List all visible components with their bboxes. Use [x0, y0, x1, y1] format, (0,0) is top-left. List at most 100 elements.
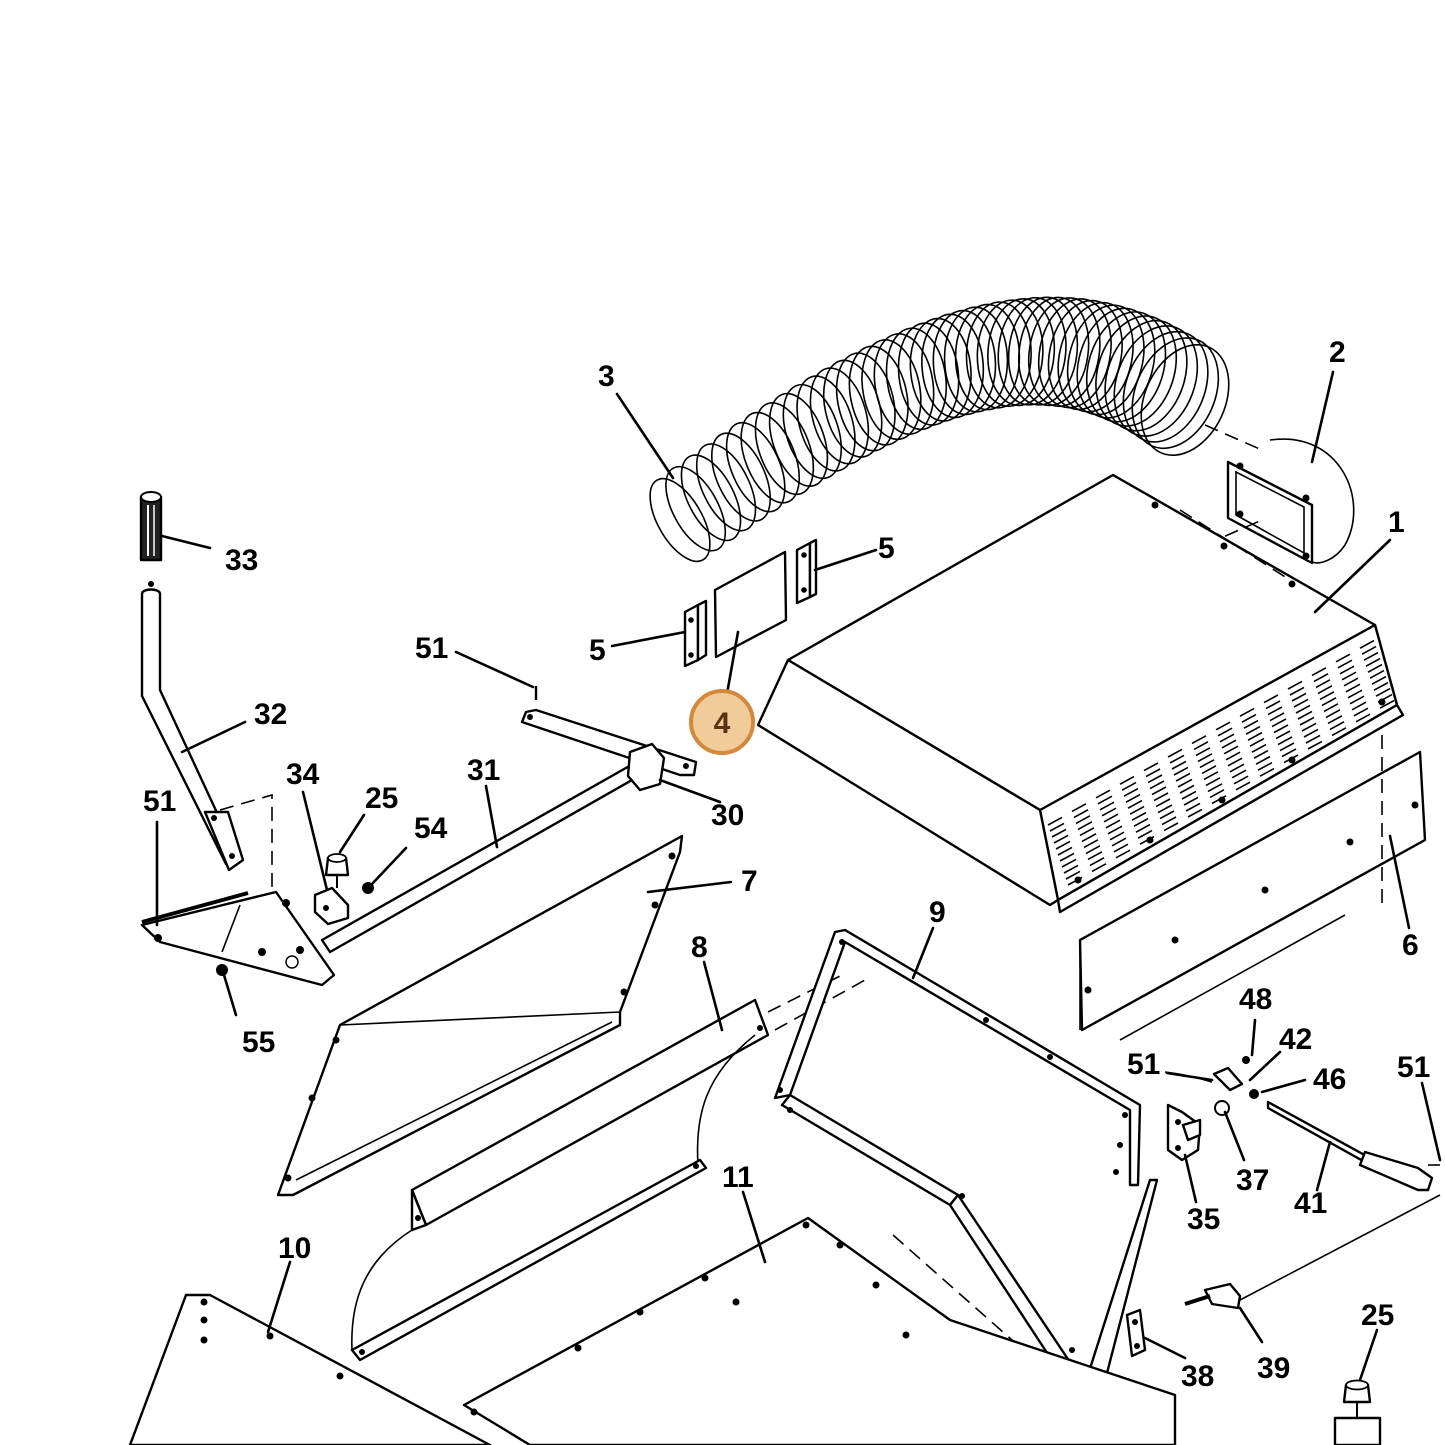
callout-51-top[interactable]: 51	[415, 632, 448, 665]
vent-slot	[1111, 837, 1127, 847]
vent-slot	[1349, 695, 1365, 705]
vent-slot	[1239, 707, 1255, 717]
vent-slot	[1227, 757, 1243, 767]
vent-slot	[1149, 780, 1165, 790]
hose-ring	[997, 296, 1067, 406]
hose-ring	[1027, 297, 1101, 408]
callout-11[interactable]: 11	[722, 1161, 754, 1194]
hose-ring	[809, 367, 870, 465]
vent-slot	[1339, 665, 1355, 675]
callout-31[interactable]: 31	[467, 754, 500, 787]
vent-slot	[1077, 821, 1093, 831]
vent-slot	[1183, 796, 1199, 806]
vent-slot	[1193, 741, 1209, 751]
vent-slot	[1347, 689, 1363, 699]
vent-slot	[1277, 736, 1293, 746]
callout-54[interactable]: 54	[414, 812, 448, 845]
vent-slot	[1303, 728, 1319, 738]
curved-baffle-part-8	[350, 974, 866, 1362]
hose-ring	[1122, 330, 1209, 443]
callout-39[interactable]: 39	[1257, 1352, 1290, 1385]
callout-10[interactable]: 10	[278, 1232, 311, 1265]
hose-ring	[976, 299, 1044, 408]
hose-ring	[835, 352, 896, 452]
callout-1[interactable]: 1	[1388, 506, 1405, 539]
callout-25-left[interactable]: 25	[365, 782, 398, 815]
callout-35[interactable]: 35	[1187, 1203, 1220, 1236]
vent-slot	[1325, 709, 1341, 719]
vent-slot	[1363, 651, 1379, 661]
vent-slot	[1315, 679, 1331, 689]
hotspot-label[interactable]: 4	[714, 707, 731, 740]
vent-slot	[1365, 657, 1381, 667]
callout-8[interactable]: 8	[691, 931, 708, 964]
vent-slot	[1311, 667, 1327, 677]
callout-51-left[interactable]: 51	[143, 785, 176, 818]
hose-ring	[740, 411, 801, 504]
callout-42[interactable]: 42	[1279, 1023, 1312, 1056]
hose-ring	[782, 383, 843, 480]
hotspot-part-4[interactable]: 4	[689, 689, 755, 755]
callout-25-right[interactable]: 25	[1361, 1299, 1394, 1332]
callout-7[interactable]: 7	[741, 865, 758, 898]
vent-slot	[1301, 722, 1317, 732]
vent-slot	[1119, 775, 1135, 785]
callout-2[interactable]: 2	[1329, 336, 1346, 369]
vent-slot	[1095, 789, 1111, 799]
callout-33[interactable]: 33	[225, 544, 258, 577]
vent-slot	[1273, 724, 1289, 734]
callout-32[interactable]: 32	[254, 698, 287, 731]
vent-slot	[1177, 778, 1193, 788]
vent-slot	[1197, 753, 1213, 763]
callout-55[interactable]: 55	[242, 1026, 275, 1059]
callout-30[interactable]: 30	[711, 799, 744, 832]
side-strip-part-6	[1078, 735, 1427, 1032]
vent-slot	[1169, 754, 1185, 764]
callout-48[interactable]: 48	[1239, 983, 1272, 1016]
vent-slot	[1081, 833, 1097, 843]
vent-slot	[1151, 786, 1167, 796]
callout-37[interactable]: 37	[1236, 1164, 1269, 1197]
callout-5-right[interactable]: 5	[878, 532, 895, 565]
hose-ring	[897, 322, 960, 426]
hose-ring	[1037, 298, 1112, 409]
vent-slot	[1187, 808, 1203, 818]
vent-slot	[1221, 739, 1237, 749]
callout-51-mid[interactable]: 51	[1127, 1048, 1160, 1081]
vent-slot	[1207, 783, 1223, 793]
vent-slot	[1245, 725, 1261, 735]
vent-slot	[1155, 798, 1171, 808]
vent-slot	[1279, 742, 1295, 752]
callout-51-right[interactable]: 51	[1397, 1051, 1430, 1084]
vent-slot	[1201, 765, 1217, 775]
callout-6[interactable]: 6	[1402, 929, 1419, 962]
vent-slot	[1263, 694, 1279, 704]
callout-41[interactable]: 41	[1294, 1187, 1327, 1220]
vent-slot	[1121, 781, 1137, 791]
vent-slot	[1181, 790, 1197, 800]
vent-slot	[1171, 760, 1187, 770]
hose-ring	[909, 317, 972, 422]
vent-slot	[1287, 680, 1303, 690]
callout-3[interactable]: 3	[598, 360, 615, 393]
vent-slot	[1319, 691, 1335, 701]
vent-slot	[1051, 828, 1067, 838]
callout-38[interactable]: 38	[1181, 1360, 1214, 1393]
vent-slot	[1343, 677, 1359, 687]
callout-9[interactable]: 9	[929, 896, 946, 929]
vent-slot	[1335, 653, 1351, 663]
vent-slot	[1143, 762, 1159, 772]
lower-panel-part-10	[128, 1293, 492, 1445]
vent-slot	[1099, 801, 1115, 811]
hose-ring	[680, 454, 742, 542]
callout-5-left[interactable]: 5	[589, 634, 606, 667]
vent-slot	[1091, 863, 1107, 873]
callout-34[interactable]: 34	[286, 758, 320, 791]
vent-slot	[1229, 763, 1245, 773]
hose-ring	[987, 297, 1056, 407]
vent-slot	[1313, 673, 1329, 683]
hotspot-ring[interactable]	[689, 689, 755, 755]
vent-slot	[1241, 713, 1257, 723]
callout-46[interactable]: 46	[1313, 1063, 1346, 1096]
